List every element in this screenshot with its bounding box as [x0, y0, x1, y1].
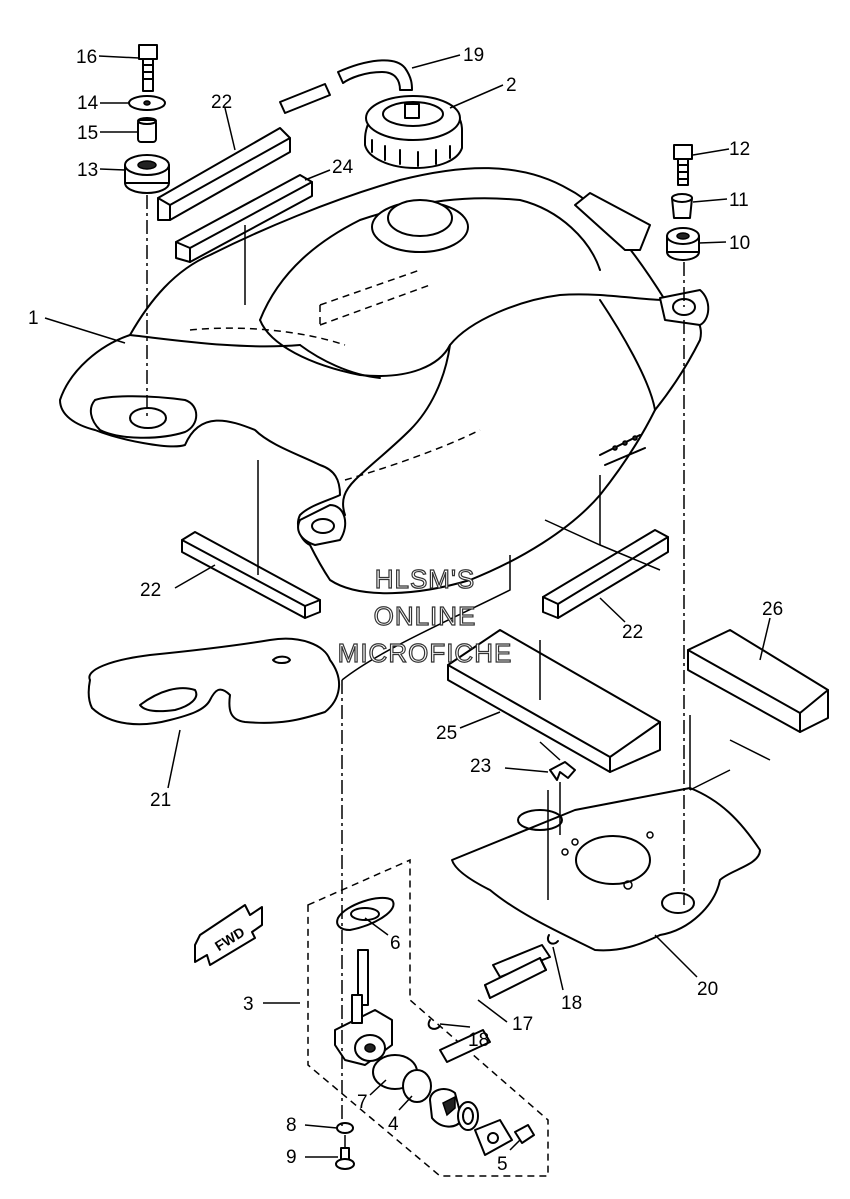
watermark-line-2: ONLINE	[374, 601, 477, 631]
hose-clip	[547, 934, 559, 945]
callout-24: 24	[332, 157, 354, 178]
callout-3: 3	[243, 994, 254, 1015]
breather-hose	[279, 59, 413, 114]
callout-23: 23	[470, 756, 491, 777]
callout-22a: 22	[211, 92, 232, 113]
watermark-line-1: HLSM'S	[375, 564, 476, 594]
callout-13: 13	[77, 160, 98, 181]
forward-arrow: FWD	[194, 904, 263, 966]
callout-14: 14	[77, 93, 99, 114]
clip	[549, 761, 576, 781]
callout-9: 9	[286, 1147, 297, 1168]
fuel-tank	[59, 167, 710, 595]
callout-20: 20	[697, 979, 718, 1000]
fuel-cock-assembly	[307, 858, 549, 1177]
damper-pads-lower	[447, 629, 829, 773]
callout-18a: 18	[468, 1030, 489, 1051]
bolt-parts-left	[124, 44, 170, 194]
callout-19: 19	[463, 45, 484, 66]
callout-25: 25	[436, 723, 457, 744]
callout-1: 1	[28, 308, 39, 329]
callout-16: 16	[76, 47, 97, 68]
bolt-parts-right	[666, 144, 700, 261]
callout-11: 11	[729, 190, 749, 211]
shield-plate	[87, 637, 341, 726]
watermark-line-3: MICROFICHE	[338, 638, 513, 668]
leader-lines	[44, 54, 771, 1158]
watermark: HLSM'S ONLINE MICROFICHE	[337, 563, 513, 668]
callout-12: 12	[729, 139, 750, 160]
callout-6: 6	[390, 933, 401, 954]
callouts: 1 2 3 4 5 6 7 8 9 10 11 12 13 14 15 16 1…	[28, 45, 783, 1175]
damper-pads-mid	[181, 529, 669, 619]
fuel-cap	[364, 95, 463, 169]
callout-8: 8	[286, 1115, 297, 1136]
damper-pads-top	[157, 127, 313, 263]
callout-15: 15	[77, 123, 98, 144]
callout-22b: 22	[140, 580, 161, 601]
callout-7: 7	[357, 1092, 368, 1113]
callout-18b: 18	[561, 993, 582, 1014]
callout-17: 17	[512, 1014, 533, 1035]
callout-2: 2	[506, 75, 517, 96]
callout-4: 4	[388, 1114, 399, 1135]
callout-26: 26	[762, 599, 783, 620]
hose-clip	[427, 1019, 441, 1030]
callout-5: 5	[497, 1154, 508, 1175]
callout-10: 10	[729, 233, 750, 254]
fuel-hose	[439, 944, 551, 1063]
callout-21: 21	[150, 790, 171, 811]
mounting-plate	[451, 787, 761, 952]
callout-22c: 22	[622, 622, 643, 643]
assembly-lines	[146, 195, 771, 1148]
